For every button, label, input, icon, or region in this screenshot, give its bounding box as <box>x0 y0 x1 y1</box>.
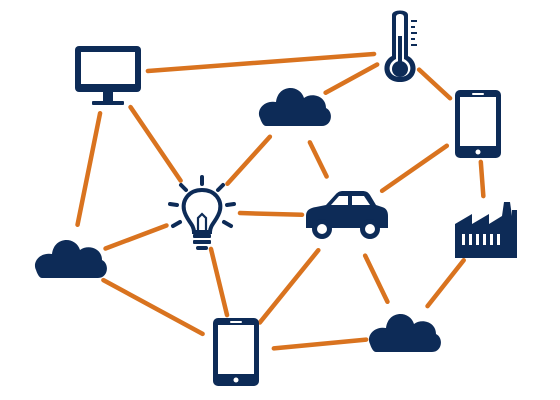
lightbulb-icon <box>168 175 236 250</box>
link-car-phone-bottom <box>257 247 321 325</box>
car-icon <box>306 191 388 239</box>
smartphone-icon <box>213 318 259 386</box>
link-monitor-cloud-left <box>75 110 103 228</box>
cloud-icon <box>258 87 331 126</box>
link-monitor-lightbulb <box>128 104 183 183</box>
link-lightbulb-cloud-left <box>103 223 169 251</box>
link-phone-right-car <box>379 143 450 194</box>
link-factory-cloud-bottom <box>425 258 466 309</box>
link-car-cloud-bottom <box>362 253 390 305</box>
link-cloud-left-phone-bottom <box>101 277 205 337</box>
connection-links <box>75 51 486 351</box>
link-monitor-thermometer <box>145 51 377 74</box>
link-thermometer-cloud-top <box>323 62 380 95</box>
cloud-icon <box>34 239 107 278</box>
cloud-icon <box>368 313 441 352</box>
device-nodes <box>34 10 517 386</box>
link-cloud-top-car <box>307 140 329 179</box>
link-lightbulb-car <box>237 210 305 218</box>
link-thermometer-phone-right <box>416 67 453 101</box>
link-lightbulb-phone-bottom <box>208 246 230 318</box>
link-phone-right-factory <box>478 159 486 199</box>
desktop-monitor-icon <box>75 46 141 105</box>
factory-icon <box>455 202 517 258</box>
thermometer-icon <box>384 10 417 82</box>
smartphone-icon <box>455 90 501 158</box>
link-phone-bottom-cloud-bottom <box>271 337 369 351</box>
link-cloud-top-lightbulb <box>225 134 273 187</box>
